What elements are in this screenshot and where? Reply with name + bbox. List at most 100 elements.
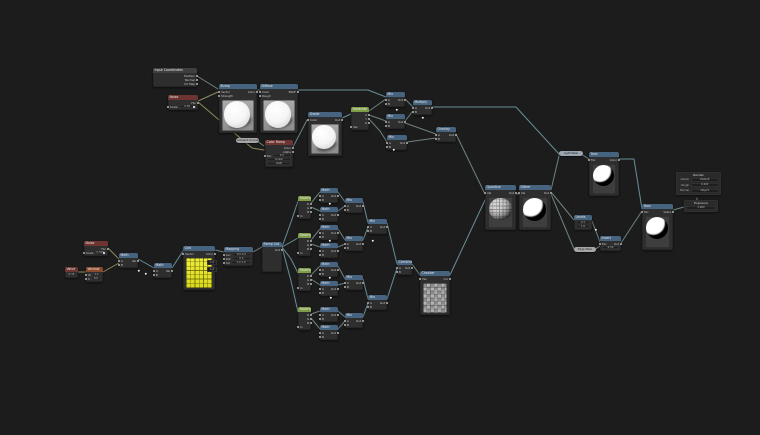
reroute-dot[interactable] xyxy=(329,296,333,300)
output-socket[interactable] xyxy=(386,225,388,228)
input-socket[interactable] xyxy=(344,319,346,322)
input-socket[interactable] xyxy=(223,257,225,260)
value-field[interactable]: RGB xyxy=(267,161,291,166)
collapsed-node-edge[interactable]: Edge Mask xyxy=(574,247,596,252)
node-header[interactable]: Mix xyxy=(345,198,363,203)
node-header[interactable]: Separate xyxy=(298,268,311,273)
input-socket[interactable] xyxy=(588,158,590,161)
node-port-row[interactable]: Vec xyxy=(350,125,369,129)
node-header[interactable]: Noise xyxy=(168,95,198,100)
node-port-row[interactable]: B xyxy=(344,208,363,212)
output-socket[interactable] xyxy=(310,321,312,324)
node-port-row[interactable]: In xyxy=(297,251,311,255)
input-socket[interactable] xyxy=(412,106,414,109)
reroute-dot[interactable] xyxy=(392,148,396,152)
output-socket[interactable] xyxy=(620,242,622,245)
node-port-row[interactable]: B xyxy=(319,335,338,339)
output-socket[interactable] xyxy=(310,282,312,285)
input-socket[interactable] xyxy=(319,291,321,294)
node-port-row[interactable]: B xyxy=(319,272,338,276)
node-port-row[interactable]: B xyxy=(385,124,405,128)
output-socket[interactable] xyxy=(256,90,258,93)
input-socket[interactable] xyxy=(385,120,387,123)
value-field[interactable]: 0.35 xyxy=(67,272,76,277)
reroute-dot[interactable] xyxy=(395,108,399,112)
input-socket[interactable] xyxy=(319,235,321,238)
node-header[interactable]: Separate xyxy=(351,107,369,112)
node-sep-3[interactable]: SeparateRGBIn xyxy=(297,268,312,291)
node-port-row[interactable]: B xyxy=(319,291,338,295)
input-socket[interactable] xyxy=(319,217,321,220)
node-port-row[interactable]: B xyxy=(118,263,138,267)
input-socket[interactable] xyxy=(297,325,299,328)
input-socket[interactable] xyxy=(85,273,87,276)
node-port-row[interactable]: R xyxy=(298,274,312,278)
input-socket[interactable] xyxy=(396,266,398,269)
node-sep-1[interactable]: SeparateRGBIn xyxy=(297,196,312,219)
node-port-row[interactable]: B xyxy=(319,198,338,202)
node-port-row[interactable]: B xyxy=(319,253,338,257)
node-port-row[interactable]: B xyxy=(298,321,312,325)
input-socket[interactable] xyxy=(307,118,309,121)
input-socket[interactable] xyxy=(182,252,184,255)
node-port-row[interactable]: G xyxy=(298,317,312,321)
output-socket[interactable] xyxy=(515,191,517,194)
node-header[interactable]: Bump xyxy=(219,84,257,89)
input-socket[interactable] xyxy=(85,277,87,280)
node-port-row[interactable]: G xyxy=(298,243,312,247)
node-port-row[interactable]: R xyxy=(298,239,312,243)
node-header[interactable]: Diffuse xyxy=(260,84,298,89)
node-port-row[interactable]: Normal xyxy=(153,78,198,82)
node-port-row[interactable]: B xyxy=(298,282,312,286)
reroute-dot[interactable] xyxy=(328,202,332,206)
node-header[interactable]: Dither xyxy=(519,185,551,190)
input-socket[interactable] xyxy=(223,261,225,264)
output-socket[interactable] xyxy=(310,206,312,209)
input-socket[interactable] xyxy=(319,213,321,216)
node-port-row[interactable]: Strength xyxy=(218,94,257,98)
input-socket[interactable] xyxy=(518,191,520,194)
node-header[interactable]: Toon xyxy=(589,152,619,157)
input-socket[interactable] xyxy=(153,273,155,276)
output-socket[interactable] xyxy=(618,158,620,161)
input-socket[interactable] xyxy=(435,137,437,140)
input-socket[interactable] xyxy=(319,194,321,197)
node-port-row[interactable]: Fac xyxy=(168,101,199,105)
node-header[interactable]: Mix xyxy=(387,135,407,140)
input-socket[interactable] xyxy=(344,281,346,284)
input-socket[interactable] xyxy=(218,94,220,97)
input-socket[interactable] xyxy=(167,105,169,108)
node-header[interactable]: Color Ramp xyxy=(265,140,293,145)
output-socket[interactable] xyxy=(337,194,339,197)
input-socket[interactable] xyxy=(396,270,398,273)
slider-knob[interactable] xyxy=(193,105,196,108)
value-field[interactable]: 2.0 xyxy=(91,272,101,277)
